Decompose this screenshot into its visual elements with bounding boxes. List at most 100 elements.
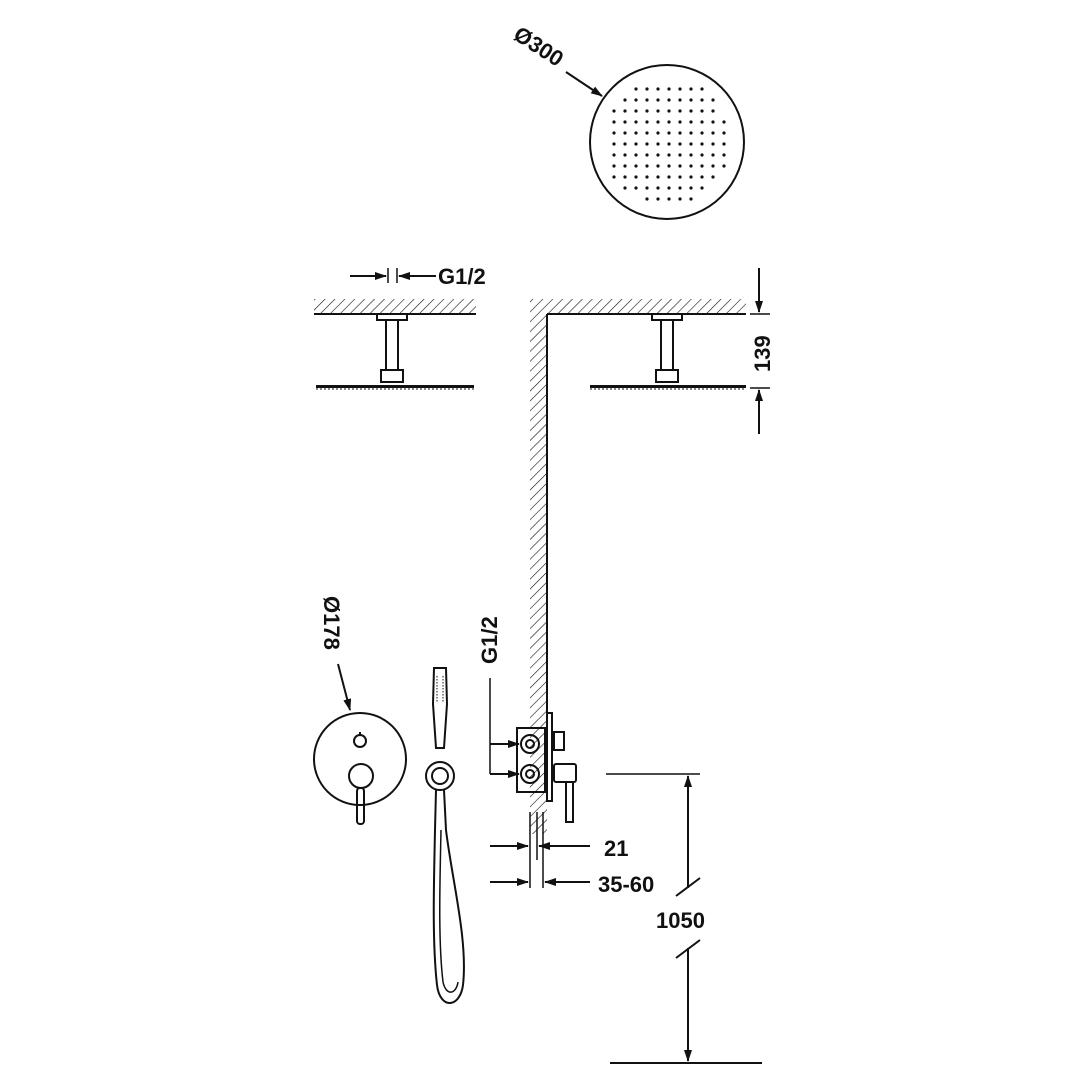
nozzle-dot bbox=[678, 142, 682, 146]
nozzle-dot bbox=[623, 164, 627, 168]
wall-section bbox=[530, 299, 746, 834]
shower-head-top-view bbox=[589, 64, 745, 220]
arm-height-dimension bbox=[750, 268, 770, 434]
nozzle-dot bbox=[678, 197, 682, 201]
nozzle-dot bbox=[722, 153, 726, 157]
nozzle-dot bbox=[689, 109, 693, 113]
nozzle-dot bbox=[634, 109, 638, 113]
inlet-thread-dimension bbox=[489, 678, 520, 778]
nozzle-dot bbox=[678, 98, 682, 102]
nozzle-dot bbox=[623, 131, 627, 135]
nozzle-dot bbox=[700, 131, 704, 135]
nozzle-dot bbox=[645, 186, 649, 190]
nozzle-dot bbox=[700, 98, 704, 102]
nozzle-dot bbox=[667, 109, 671, 113]
nozzle-dot bbox=[612, 142, 616, 146]
mixer-body-side bbox=[516, 712, 577, 823]
depth-dimensions bbox=[490, 812, 590, 888]
nozzle-dot bbox=[689, 98, 693, 102]
nozzle-dot bbox=[667, 153, 671, 157]
hand-shower bbox=[425, 667, 465, 1004]
nozzle-dot bbox=[722, 120, 726, 124]
nozzle-dot bbox=[623, 142, 627, 146]
nozzle-dot bbox=[711, 153, 715, 157]
nozzle-dot bbox=[722, 142, 726, 146]
nozzle-dot bbox=[711, 98, 715, 102]
nozzle-dot bbox=[700, 153, 704, 157]
nozzle-dot bbox=[656, 175, 660, 179]
nozzle-dot bbox=[700, 175, 704, 179]
nozzle-dot bbox=[678, 164, 682, 168]
inlet-thread-label: G1/2 bbox=[477, 616, 502, 664]
nozzle-dot bbox=[645, 164, 649, 168]
ceiling-left bbox=[314, 299, 476, 315]
nozzle-dot bbox=[645, 87, 649, 91]
nozzle-dot bbox=[623, 186, 627, 190]
shower-arm-right bbox=[590, 313, 746, 390]
nozzle-dot bbox=[678, 186, 682, 190]
nozzle-dot bbox=[667, 131, 671, 135]
nozzle-dot bbox=[689, 164, 693, 168]
nozzle-dot bbox=[612, 175, 616, 179]
nozzle-dot bbox=[711, 142, 715, 146]
head-diameter-label: Ø300 bbox=[509, 21, 568, 71]
mixer-plate-front bbox=[313, 712, 407, 825]
nozzle-dot bbox=[656, 87, 660, 91]
nozzle-dot bbox=[645, 197, 649, 201]
nozzle-dot bbox=[656, 186, 660, 190]
nozzle-dot bbox=[612, 164, 616, 168]
nozzle-dot bbox=[612, 153, 616, 157]
nozzle-dot bbox=[612, 120, 616, 124]
head-diameter-leader bbox=[565, 71, 603, 97]
nozzle-dot bbox=[689, 142, 693, 146]
nozzle-dot bbox=[700, 164, 704, 168]
nozzle-dot bbox=[667, 87, 671, 91]
nozzle-dot bbox=[645, 109, 649, 113]
nozzle-dot bbox=[667, 120, 671, 124]
nozzle-dot bbox=[689, 197, 693, 201]
nozzle-dot bbox=[656, 164, 660, 168]
nozzle-dot bbox=[711, 120, 715, 124]
plate-depth-label: 21 bbox=[604, 836, 628, 861]
nozzle-dot bbox=[678, 109, 682, 113]
nozzle-dot bbox=[689, 131, 693, 135]
nozzle-dot bbox=[667, 142, 671, 146]
nozzle-dot bbox=[634, 175, 638, 179]
nozzle-dot bbox=[700, 109, 704, 113]
nozzle-dot bbox=[689, 186, 693, 190]
nozzle-dot bbox=[678, 175, 682, 179]
nozzle-dot bbox=[645, 98, 649, 102]
nozzle-dot bbox=[667, 175, 671, 179]
nozzle-dot bbox=[634, 120, 638, 124]
nozzle-dot bbox=[634, 131, 638, 135]
nozzle-dot bbox=[711, 164, 715, 168]
nozzle-dot bbox=[634, 153, 638, 157]
nozzle-dot bbox=[612, 109, 616, 113]
nozzle-dot bbox=[656, 120, 660, 124]
mixer-height-label: 1050 bbox=[656, 908, 705, 933]
nozzle-dot bbox=[689, 120, 693, 124]
nozzle-dot bbox=[689, 87, 693, 91]
nozzle-dot bbox=[623, 109, 627, 113]
nozzle-dot bbox=[711, 109, 715, 113]
nozzle-dot bbox=[656, 98, 660, 102]
nozzle-dot bbox=[678, 131, 682, 135]
plate-diameter-leader bbox=[337, 663, 352, 711]
nozzle-dot bbox=[678, 120, 682, 124]
nozzle-dot bbox=[612, 131, 616, 135]
mixer-height-dimension bbox=[606, 773, 762, 1064]
nozzle-pattern bbox=[612, 87, 726, 201]
nozzle-dot bbox=[667, 186, 671, 190]
nozzle-dot bbox=[634, 164, 638, 168]
nozzle-dot bbox=[689, 175, 693, 179]
plate-diameter-label: Ø178 bbox=[319, 596, 344, 650]
nozzle-dot bbox=[700, 87, 704, 91]
nozzle-dot bbox=[722, 164, 726, 168]
arm-height-label: 139 bbox=[750, 335, 775, 372]
nozzle-dot bbox=[700, 186, 704, 190]
nozzle-dot bbox=[634, 142, 638, 146]
nozzle-dot bbox=[634, 186, 638, 190]
nozzle-dot bbox=[656, 142, 660, 146]
nozzle-dot bbox=[623, 98, 627, 102]
